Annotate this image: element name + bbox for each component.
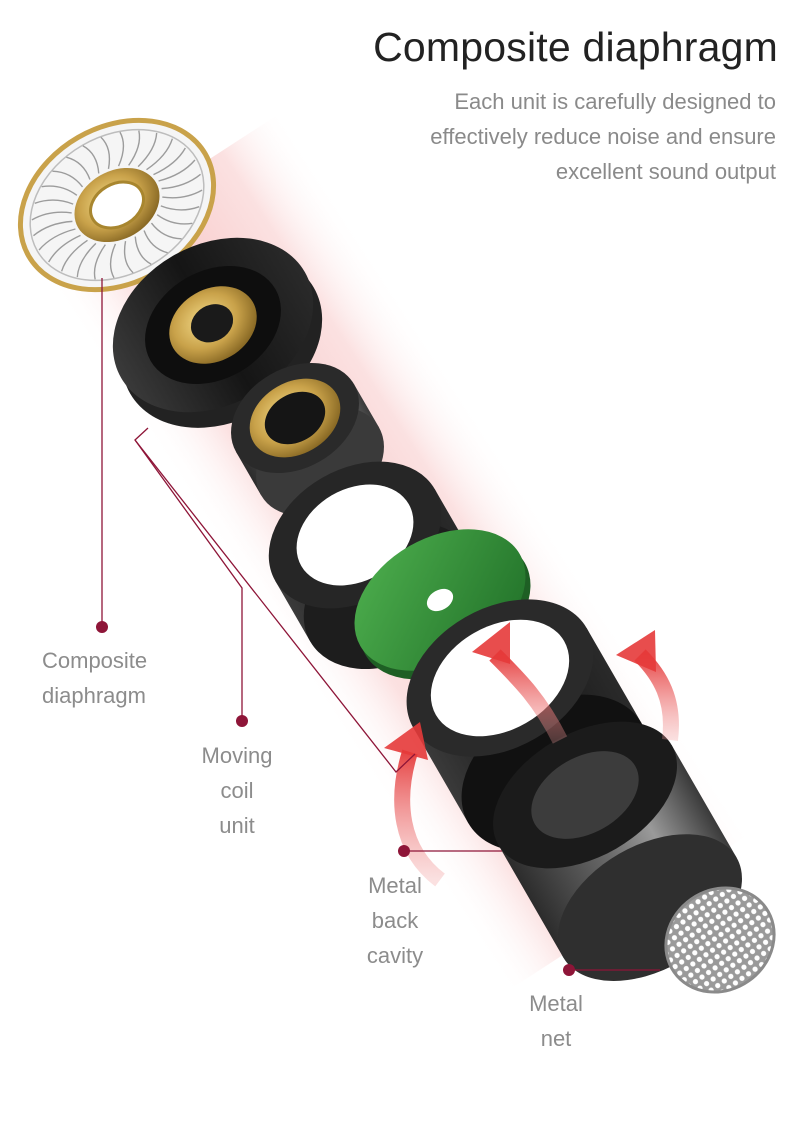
callout-line: Moving	[201, 743, 273, 768]
page-description: Each unit is carefully designed to effec…	[356, 84, 776, 189]
diaphragm-petal	[100, 136, 111, 169]
leader-dot-moving-coil	[236, 715, 248, 727]
page-title: Composite diaphragm	[373, 24, 778, 70]
callout-line: cavity	[366, 943, 424, 968]
callout-line: coil	[220, 778, 254, 803]
airflow-arrows	[384, 622, 679, 887]
diaphragm-petal	[109, 243, 117, 279]
diaphragm-petal	[146, 138, 174, 171]
diaphragm-petal	[60, 239, 88, 272]
description-line: effectively reduce noise and ensure	[430, 124, 776, 149]
diaphragm-petal	[93, 244, 106, 280]
callout-moving-coil-unit: Moving coil unit	[187, 738, 287, 843]
diaphragm-petal	[143, 230, 168, 254]
diaphragm-petal	[82, 145, 100, 174]
diaphragm-petal	[161, 173, 201, 190]
leader-dots	[96, 621, 575, 976]
description-line: excellent sound output	[555, 159, 776, 184]
callout-line: back	[371, 908, 419, 933]
leader-line-moving-coil-link	[134, 439, 416, 773]
composite-diaphragm-part	[17, 117, 217, 293]
metal-net-part	[664, 886, 776, 994]
diaphragm-petal	[38, 228, 76, 251]
diaphragm-petal	[123, 241, 134, 274]
diaphragm-petal	[52, 170, 84, 188]
diaphragm-petal	[33, 220, 73, 237]
diaphragm-petal	[158, 159, 196, 182]
diaphragm-petal	[128, 130, 141, 166]
diaphragm-petal	[76, 242, 97, 278]
callout-composite-diaphragm: Composite diaphragm	[42, 643, 147, 713]
callout-line: Metal	[368, 873, 422, 898]
diaphragm-petal	[34, 199, 74, 205]
diaphragm-petal	[150, 222, 182, 240]
leader-dot-metal-net	[563, 964, 575, 976]
diaphragm-petal	[31, 211, 72, 221]
callout-line: Composite	[42, 648, 148, 673]
airflow-arrow-middle	[489, 649, 568, 744]
leader-dot-metal-back-cavity	[398, 845, 410, 857]
callout-line: unit	[219, 813, 255, 838]
callout-metal-net: Metal net	[516, 986, 596, 1056]
metal-shell-part	[493, 721, 742, 981]
voice-coil-part	[231, 362, 384, 517]
callout-line: Metal	[529, 991, 583, 1016]
diaphragm-petal	[153, 147, 186, 176]
callout-metal-back-cavity: Metal back cavity	[350, 868, 440, 973]
leader-line-moving-coil	[134, 427, 243, 720]
diaphragm-petal	[117, 131, 125, 167]
diaphragm-petal	[66, 156, 91, 180]
description-line: Each unit is carefully designed to	[454, 89, 776, 114]
leader-dot-composite-diaphragm	[96, 621, 108, 633]
diaphragm-petal	[156, 214, 193, 225]
diaphragm-petal	[137, 132, 158, 168]
airflow-arrow-left	[394, 749, 446, 887]
diaphragm-petal	[134, 236, 152, 265]
callout-line: net	[540, 1026, 572, 1051]
leader-lines	[101, 278, 660, 971]
callout-line: diaphragm	[42, 683, 146, 708]
diaphragm-petal	[160, 205, 200, 211]
diaphragm-petal	[162, 189, 203, 199]
diaphragm-petal	[48, 234, 81, 263]
diaphragm-petal	[41, 185, 78, 196]
